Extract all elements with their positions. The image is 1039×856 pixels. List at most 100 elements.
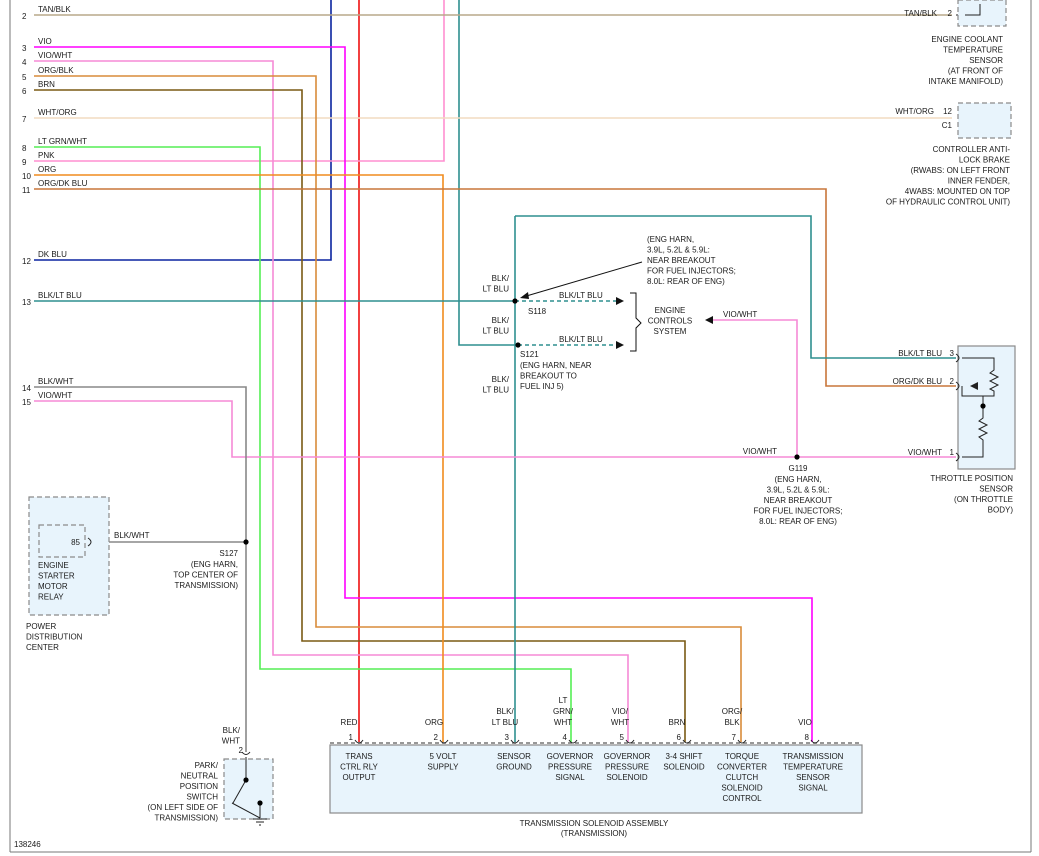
solenoid-pin-name: SIGNAL — [555, 773, 585, 782]
wire-vio-wht-ecs — [712, 319, 798, 457]
ect-sensor-label: SENSOR — [969, 56, 1003, 65]
connector-label: C1 — [942, 121, 953, 130]
solenoid-pin-name: TRANSMISSION — [783, 752, 844, 761]
wire-color-label: LT BLU — [483, 327, 510, 336]
pin-number-label: 7 — [732, 733, 737, 742]
wire-color-label: WHT — [611, 718, 629, 727]
s118-dot — [512, 298, 518, 304]
wire-number-label: 9 — [22, 158, 27, 167]
wire-color-label: BLK/ — [492, 274, 510, 283]
wire-color-label: BRN — [669, 718, 686, 727]
wire-number-label: 11 — [22, 186, 31, 195]
ect-sensor-label: ENGINE COOLANT — [931, 35, 1003, 44]
tps-pin-terminal — [955, 381, 960, 391]
ecs-label: ENGINE — [655, 306, 686, 315]
wire-number-label: 7 — [22, 115, 27, 124]
wire-color-label: VIO — [38, 37, 52, 46]
ecs-label: CONTROLS — [648, 317, 692, 326]
wire-pnk — [34, 0, 445, 162]
wire-number-label: 12 — [22, 257, 31, 266]
solenoid-pin-terminal — [625, 739, 635, 744]
splice-id-label: G119 — [789, 464, 809, 473]
abs-controller-label: (RWABS: ON LEFT FRONT — [911, 166, 1011, 175]
wire-vio-wht-15 — [34, 400, 956, 458]
wire-number-label: 13 — [22, 298, 31, 307]
wire-number-label: 2 — [22, 12, 27, 21]
relay-label: MOTOR — [38, 582, 68, 591]
eng-harn-note-label: NEAR BREAKOUT — [647, 256, 716, 265]
pnp-switch-label: (ON LEFT SIDE OF — [147, 803, 218, 812]
pdc-label: DISTRIBUTION — [26, 633, 83, 642]
ecs-arrow-head — [705, 316, 713, 324]
wire-color-label: LT GRN/WHT — [38, 137, 87, 146]
splice-id-label: S118 — [528, 307, 547, 316]
pnp-switch-box — [223, 758, 274, 820]
tps-resistor-upper — [961, 357, 1000, 397]
wire-blk-lt-blu-s121 — [458, 0, 518, 346]
abs-controller-label: OF HYDRAULIC CONTROL UNIT) — [886, 198, 1010, 207]
solenoid-pin-terminal — [682, 739, 692, 744]
wire-org — [34, 174, 444, 742]
s121-note-label: BREAKOUT TO — [520, 372, 577, 381]
pdc-label: CENTER — [26, 643, 59, 652]
wire-color-label: VIO/WHT — [38, 51, 72, 60]
wire-brn — [34, 89, 686, 742]
pin-number-label: 2 — [948, 9, 953, 18]
tps-label: THROTTLE POSITION — [930, 474, 1013, 483]
solenoid-pin-name: GOVERNOR — [604, 752, 651, 761]
pnp-contact-dot — [257, 800, 263, 806]
ecs-label: SYSTEM — [654, 327, 687, 336]
solenoid-pin-name: CLUTCH — [726, 773, 759, 782]
wire-number-label: 14 — [22, 384, 31, 393]
wire-lt-grn-wht — [34, 146, 572, 742]
wire-color-label: ORG — [38, 165, 56, 174]
solenoid-pin-name: TEMPERATURE — [783, 763, 843, 772]
ect-sensor-element — [965, 4, 981, 16]
solenoid-assembly-box — [329, 744, 863, 814]
wire-color-label: PNK — [38, 151, 55, 160]
solenoid-pin-terminal — [810, 739, 820, 744]
wire-number-label: 15 — [22, 398, 31, 407]
wire-color-label: WHT — [554, 718, 572, 727]
tps-label: BODY) — [988, 506, 1014, 515]
wire-color-label: DK BLU — [38, 250, 67, 259]
relay-label: RELAY — [38, 593, 64, 602]
wire-color-label: BLK/WHT — [38, 377, 74, 386]
wire-color-label: WHT — [222, 737, 240, 746]
wire-color-label: TAN/BLK — [904, 9, 937, 18]
solenoid-pin-name: PRESSURE — [605, 763, 649, 772]
wire-number-label: 10 — [22, 172, 31, 181]
pin-number-label: 1 — [349, 733, 354, 742]
solenoid-pin-name: PRESSURE — [548, 763, 592, 772]
wire-color-label: BLK/ — [496, 707, 514, 716]
solenoid-pin-terminal — [439, 739, 449, 744]
s127-dot — [243, 539, 249, 545]
pin-number-label: 8 — [805, 733, 810, 742]
ect-sensor-box — [957, 0, 1007, 27]
wire-org-blk — [34, 75, 742, 742]
note-leader-arrow — [520, 292, 529, 299]
wire-color-label: BRN — [38, 80, 55, 89]
wire-color-label: LT BLU — [492, 718, 519, 727]
s121-note-label: FUEL INJ 5) — [520, 382, 564, 391]
relay-box — [38, 524, 86, 558]
s121-dot — [515, 342, 521, 348]
tps-wiper-arrow — [970, 382, 978, 390]
wire-color-label: ORG — [425, 718, 443, 727]
s121-note-label: (ENG HARN, NEAR — [520, 361, 592, 370]
g119-note-label: 8.0L: REAR OF ENG) — [759, 517, 837, 526]
solenoid-pin-name: SENSOR — [497, 752, 531, 761]
wire-color-label: BLK/LT BLU — [559, 291, 603, 300]
solenoid-pin-terminal — [510, 739, 520, 744]
abs-controller-label: INNER FENDER, — [948, 177, 1010, 186]
splice-id-label: S127 — [219, 549, 238, 558]
ect-sensor-label: (AT FRONT OF — [948, 67, 1003, 76]
wire-color-label: GRN/ — [553, 707, 574, 716]
wire-color-label: BLK/ — [223, 726, 241, 735]
wires-layer — [34, 0, 965, 752]
wire-color-label: VIO/WHT — [723, 310, 757, 319]
solenoid-pin-name: SOLENOID — [663, 763, 705, 772]
eng-harn-note-label: 8.0L: REAR OF ENG) — [647, 277, 725, 286]
solenoid-pin-name: TRANS — [345, 752, 372, 761]
